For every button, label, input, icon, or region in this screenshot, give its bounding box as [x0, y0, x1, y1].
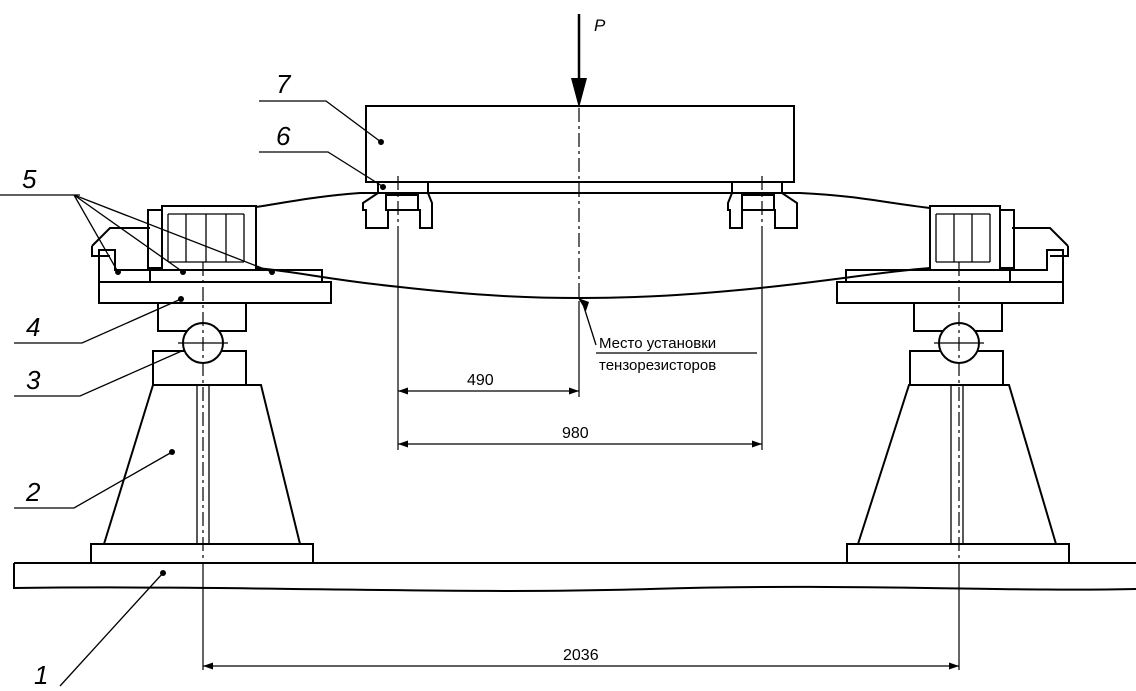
left-pedestal	[90, 350, 314, 564]
right-support-plate	[836, 249, 1064, 304]
left-ball-joint	[157, 302, 247, 364]
part-leaders	[0, 100, 384, 687]
dim-2036: 2036	[563, 647, 599, 664]
part-label-7: 7	[276, 69, 292, 99]
left-load-pad	[362, 181, 433, 229]
load-label: P	[594, 16, 606, 35]
dim-980: 980	[562, 425, 589, 442]
right-axle-box	[929, 205, 1069, 271]
load-beam	[365, 105, 795, 183]
strain-gauge-leader	[578, 298, 757, 354]
load-arrow	[571, 14, 587, 108]
strain-gauge-note-line2: тензорезисторов	[599, 357, 716, 374]
strain-gauge-note-line1: Место установки	[599, 335, 716, 352]
dimension-lines	[202, 232, 960, 670]
right-pedestal	[846, 350, 1070, 564]
dim-490: 490	[467, 372, 494, 389]
right-ball-joint	[913, 302, 1003, 364]
part-label-2: 2	[25, 477, 41, 507]
left-axle-box	[91, 205, 257, 271]
left-support-plate	[98, 249, 332, 304]
axle-shaft	[255, 192, 931, 300]
part-label-5: 5	[22, 164, 37, 194]
part-label-3: 3	[26, 365, 41, 395]
part-label-6: 6	[276, 121, 291, 151]
part-label-4: 4	[26, 312, 40, 342]
part-label-1: 1	[34, 660, 48, 690]
floor-base	[13, 562, 1136, 592]
right-load-pad	[727, 181, 798, 229]
center-lines	[202, 108, 960, 563]
